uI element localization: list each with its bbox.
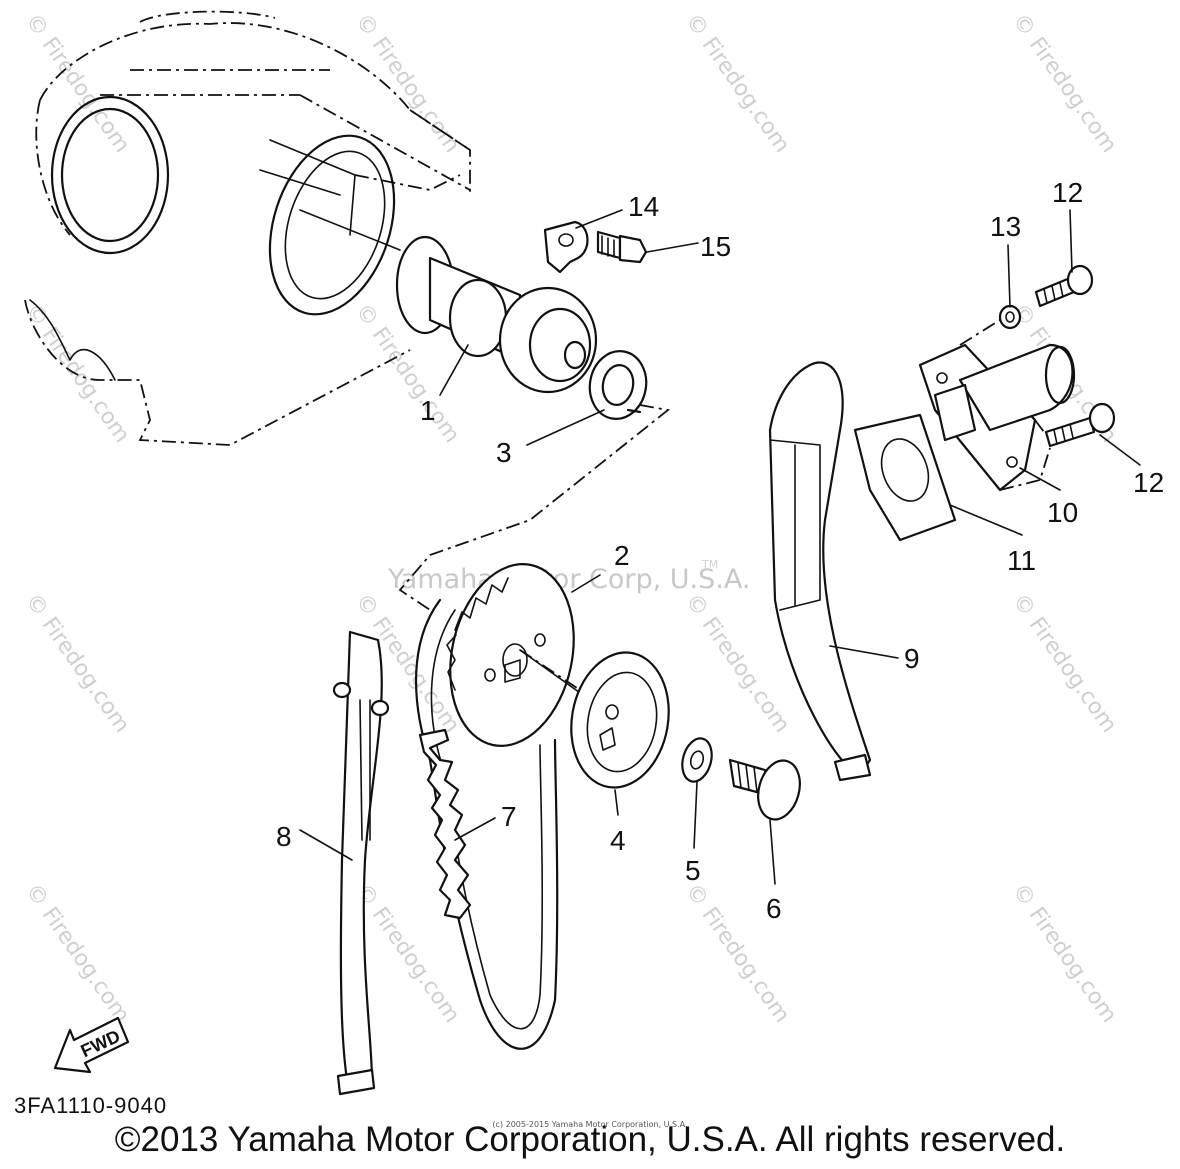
diagram-code: 3FA1110-9040	[14, 1093, 168, 1118]
camshaft	[395, 235, 598, 394]
chain-guide	[768, 361, 872, 782]
watermark: © Firedog.com	[1007, 879, 1121, 1027]
callout-2: 2	[614, 540, 630, 571]
watermark: © Firedog.com	[20, 589, 134, 737]
bolt-6	[728, 758, 801, 821]
small-copyright: (c) 2005-2015 Yamaha Motor Corporation, …	[492, 1120, 688, 1129]
watermark-center: Yamaha Motor Corp, U.S.A.	[387, 564, 750, 595]
callout-1: 1	[420, 395, 436, 426]
callout-3: 3	[496, 437, 512, 468]
watermark: © Firedog.com	[20, 9, 134, 157]
bolt-15	[596, 230, 648, 264]
watermark: © Firedog.com	[1007, 589, 1121, 737]
watermark: © Firedog.com	[1007, 9, 1121, 157]
fwd-arrow: FWD	[53, 1016, 130, 1074]
cam-chain	[414, 598, 559, 1050]
cylinder-head	[24, 10, 471, 446]
copyright-notice: ©2013 Yamaha Motor Corporation, U.S.A. A…	[114, 1120, 1066, 1159]
callout-5: 5	[685, 855, 701, 886]
callout-14: 14	[628, 191, 659, 222]
cam-sprocket	[446, 563, 575, 747]
gasket	[853, 413, 957, 542]
callout-labels: 1 2 3 4 5 6 7 8 9 10 11 12 12 13 14 15	[276, 177, 1164, 924]
watermark: © Firedog.com	[20, 879, 134, 1027]
tensioner	[918, 343, 1076, 492]
watermark: © Firedog.com	[20, 299, 134, 447]
callout-15: 15	[700, 231, 731, 262]
bracket	[543, 220, 589, 274]
leader-lines	[299, 209, 1141, 885]
circlip	[588, 350, 648, 420]
watermark: © Firedog.com	[680, 9, 794, 157]
callout-7: 7	[501, 801, 517, 832]
watermark-layer: © Firedog.com © Firedog.com © Firedog.co…	[20, 9, 1121, 1027]
chain-guide-left	[332, 630, 390, 1096]
callout-4: 4	[610, 825, 626, 856]
callout-12: 12	[1052, 177, 1083, 208]
washer-5	[681, 737, 713, 783]
callout-13: 13	[990, 211, 1021, 242]
callout-9: 9	[904, 643, 920, 674]
callout-8: 8	[276, 821, 292, 852]
washer-13	[998, 304, 1022, 330]
spacer	[570, 651, 670, 789]
watermark-tm: TM	[701, 558, 718, 571]
bolt-12-lower	[1044, 402, 1116, 448]
bolt-12	[1034, 264, 1094, 308]
callout-12-lower: 12	[1133, 467, 1164, 498]
callout-11: 11	[1007, 545, 1036, 576]
callout-10: 10	[1047, 497, 1078, 528]
callout-6: 6	[766, 893, 782, 924]
